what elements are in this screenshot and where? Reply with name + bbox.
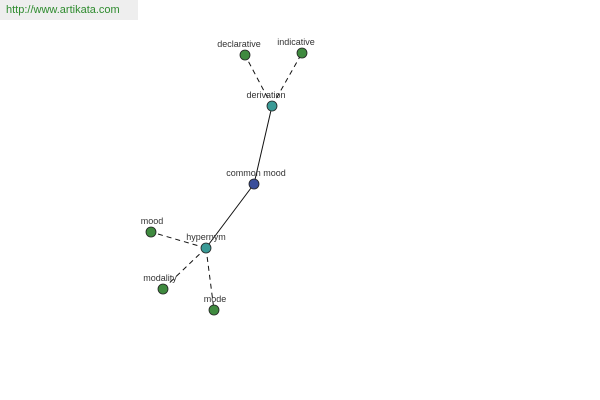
- graph-nodes: common mood derivation hypernym declarative…: [141, 37, 315, 316]
- node-label-common-mood: common mood: [226, 168, 286, 178]
- node-hypernym[interactable]: hypernym: [186, 232, 226, 254]
- node-label-indicative: indicative: [277, 37, 315, 47]
- edge-derivation-to-declarative: [244, 54, 273, 107]
- node-declarative[interactable]: declarative: [217, 39, 261, 61]
- node-label-mood: mood: [141, 216, 164, 226]
- graph-edges: [150, 52, 303, 311]
- node-label-modality: modality: [143, 273, 177, 283]
- edge-hypernym-to-mood: [150, 231, 207, 249]
- node-dot-hypernym[interactable]: [200, 242, 212, 254]
- node-label-derivation: derivation: [246, 90, 285, 100]
- node-modality[interactable]: modality: [143, 273, 177, 295]
- node-label-declarative: declarative: [217, 39, 261, 49]
- node-dot-mode[interactable]: [208, 304, 220, 316]
- node-mode[interactable]: mode: [204, 294, 227, 316]
- node-label-mode: mode: [204, 294, 227, 304]
- edge-derivation-to-indicative: [271, 52, 303, 107]
- node-label-hypernym: hypernym: [186, 232, 226, 242]
- node-dot-common-mood[interactable]: [248, 178, 260, 190]
- node-dot-derivation[interactable]: [266, 100, 278, 112]
- node-mood[interactable]: mood: [141, 216, 164, 238]
- edge-hypernym-to-mode: [205, 247, 215, 311]
- node-indicative[interactable]: indicative: [277, 37, 315, 59]
- edge-hypernym-to-modality: [162, 247, 207, 290]
- node-dot-modality[interactable]: [157, 283, 169, 295]
- site-url-banner[interactable]: http://www.artikata.com: [0, 0, 138, 20]
- edge-common-mood-to-hypernym: [205, 183, 255, 249]
- node-common-mood[interactable]: common mood: [226, 168, 286, 190]
- edge-common-mood-to-derivation: [253, 105, 273, 185]
- node-dot-mood[interactable]: [145, 226, 157, 238]
- node-derivation[interactable]: derivation: [246, 90, 286, 112]
- node-dot-declarative[interactable]: [239, 49, 251, 61]
- node-dot-indicative[interactable]: [296, 47, 308, 59]
